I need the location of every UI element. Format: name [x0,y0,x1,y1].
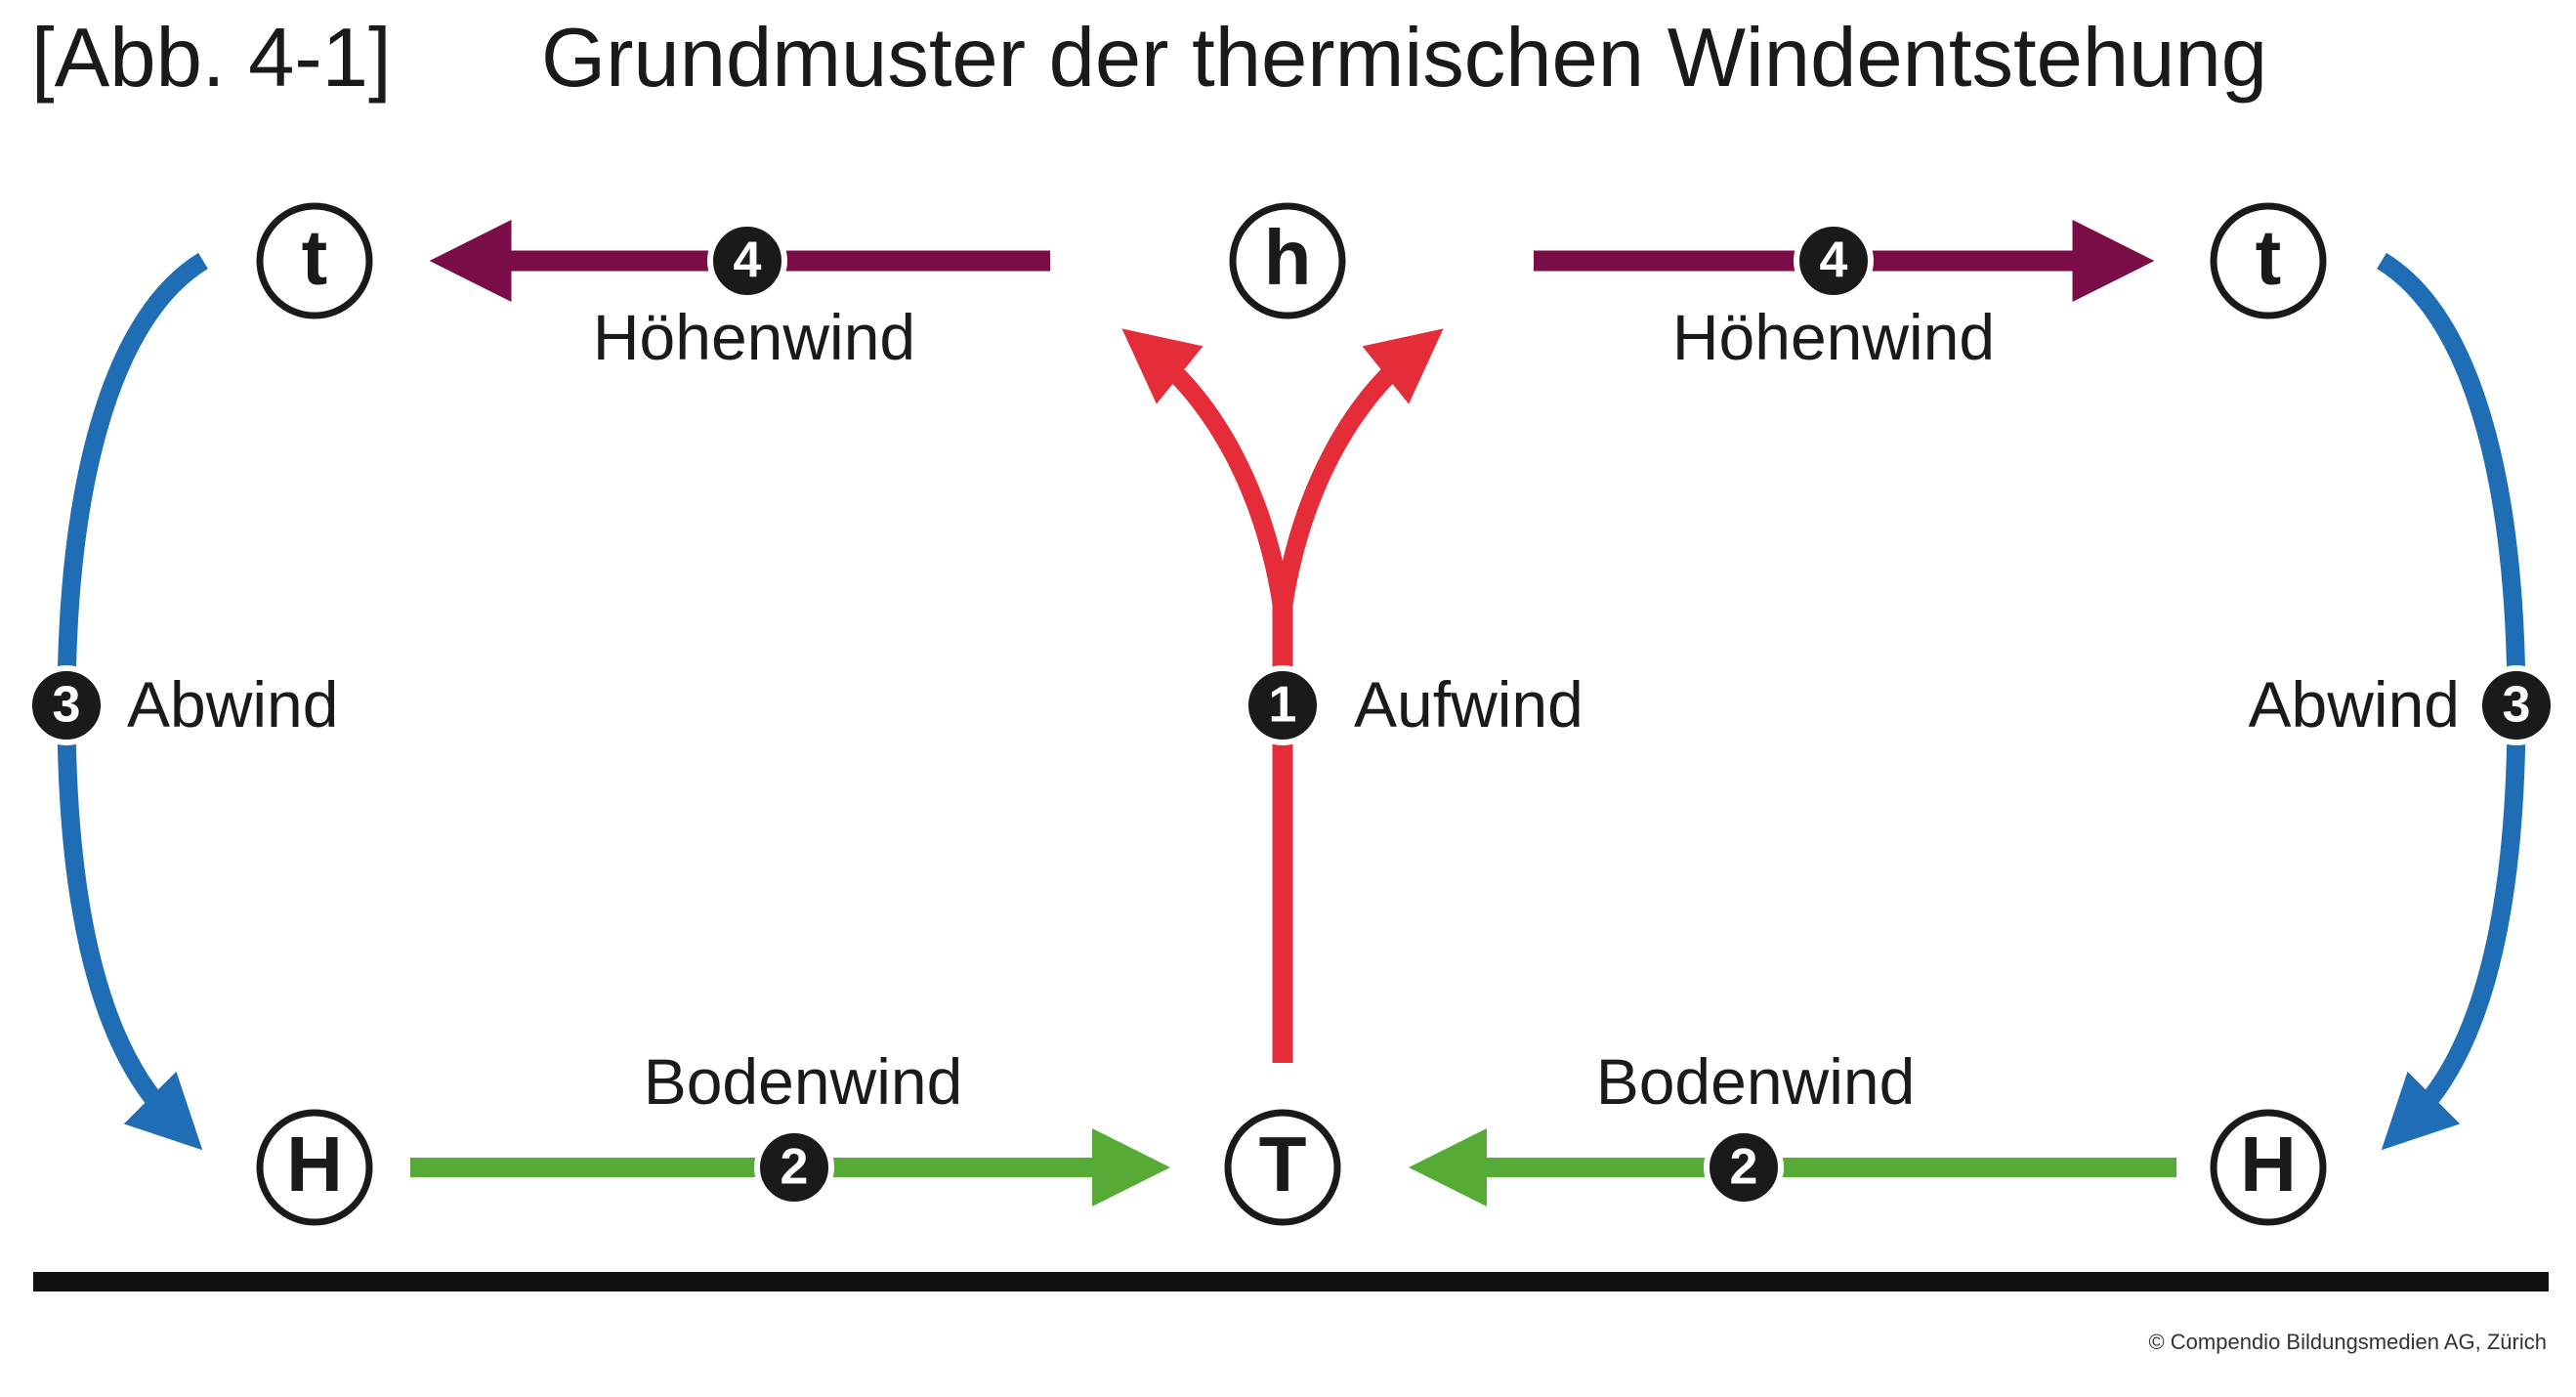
node-letter: H [2240,1121,2297,1207]
badge-upper-wind-right: 4 [1794,221,1874,301]
badge-updraft: 1 [1243,665,1323,745]
node-letter: h [1264,214,1312,301]
figure-number: [Abb. 4-1] [31,12,392,105]
node-center-lower: T [1224,1109,1341,1226]
node-left-lower: H [256,1109,373,1226]
badge-downdraft-right: 3 [2476,665,2556,745]
badge-number: 1 [1269,677,1297,734]
badge-number: 2 [1730,1139,1758,1196]
node-circle [1224,1109,1341,1226]
node-letter: H [286,1121,343,1207]
node-letter: t [302,214,328,301]
badge-circle [707,221,787,301]
badge-circle [754,1127,834,1207]
badge-number: 3 [53,677,81,734]
label-updraft: Aufwind [1354,668,1584,741]
node-letter: T [1259,1121,1307,1207]
figure-title: Grundmuster der thermischen Windentstehu… [541,12,2267,105]
updraft-branch-right [1273,328,1444,613]
copyright-notice: © Compendio Bildungsmedien AG, Zürich [2148,1330,2547,1354]
label-downdraft-right: Abwind [2249,668,2460,741]
node-circle [256,202,373,319]
node-right-lower: H [2210,1109,2327,1226]
node-circle [2210,202,2327,319]
updraft-branch-left [1121,328,1292,613]
badge-number: 4 [734,233,762,289]
badge-circle [2476,665,2556,745]
badge-circle [26,665,106,745]
node-circle [256,1109,373,1226]
badge-upper-wind-left: 4 [707,221,787,301]
badge-circle [1794,221,1874,301]
node-center-upper: h [1229,202,1346,319]
node-circle [1229,202,1346,319]
label-upper-wind-left: Höhenwind [593,301,915,373]
badge-circle [1704,1127,1784,1207]
node-letter: t [2256,214,2282,301]
badge-number: 3 [2503,677,2531,734]
label-downdraft-left: Abwind [127,668,338,741]
badge-circle [1243,665,1323,745]
label-surface-wind-right: Bodenwind [1596,1045,1916,1118]
node-left-upper: t [256,202,373,319]
label-upper-wind-right: Höhenwind [1672,301,1995,373]
ground-line [33,1272,2549,1291]
badge-surface-wind-left: 2 [754,1127,834,1207]
label-surface-wind-left: Bodenwind [644,1045,963,1118]
badge-downdraft-left: 3 [26,665,106,745]
badge-number: 2 [781,1139,809,1196]
badge-surface-wind-right: 2 [1704,1127,1784,1207]
node-right-upper: t [2210,202,2327,319]
badge-number: 4 [1820,233,1848,289]
node-circle [2210,1109,2327,1226]
